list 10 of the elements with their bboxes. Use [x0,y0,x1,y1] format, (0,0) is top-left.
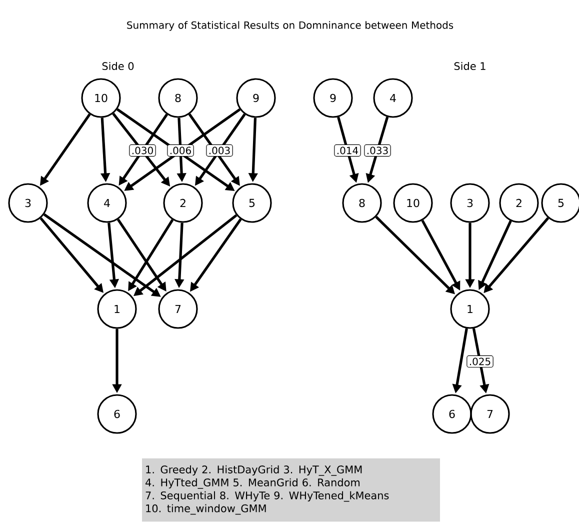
edge-label: .006 [167,144,194,157]
title: Summary of Statistical Results on Domninance between Methods [127,21,454,31]
side-label: Side 1 [454,62,486,70]
edge-label: .014 [334,144,361,157]
edge-label: .033 [364,144,391,157]
edge-label: .025 [466,355,494,368]
edge-label: .030 [129,144,156,157]
legend-box: 1. Greedy 2. HistDayGrid 3. HyT_X_GMM 4. HyTted_GMM 5. MeanGrid 6. Random 7. Sequential 8. WHyTe 9. WHyTened_kMeans 10. time_window_GMM [142,458,440,522]
side-label: Side 0 [102,62,134,70]
edge-label: .003 [206,144,233,157]
